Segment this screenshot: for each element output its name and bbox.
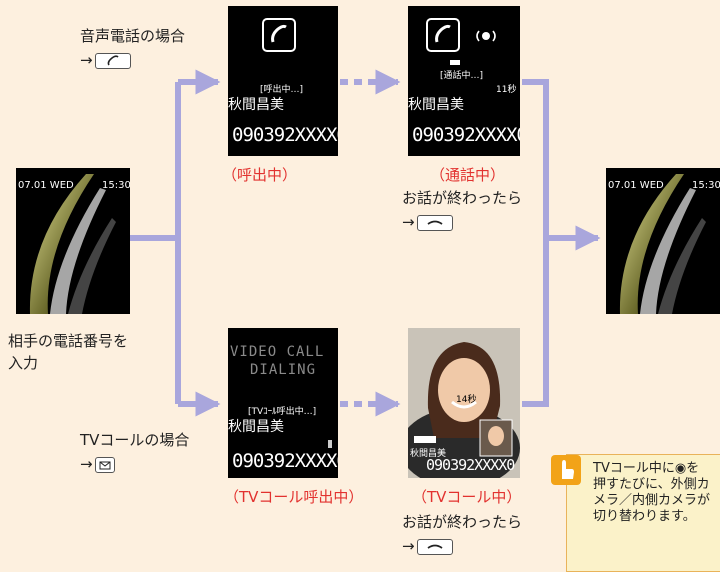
voice-talking-caption: （通話中） — [430, 166, 506, 184]
tv-calling-status: [TVｺｰﾙ呼出中…] — [248, 407, 317, 417]
battery-icon — [328, 440, 332, 448]
wallpaper-image — [29, 174, 116, 314]
note-line: 押すたびに、外側カ — [593, 477, 710, 492]
tv-talking-name: 秋間昌美 — [410, 449, 447, 459]
voice-end-row: → — [402, 212, 453, 232]
end-key-icon — [416, 538, 453, 555]
input-caption: 相手の電話番号を 入力 — [8, 332, 129, 372]
speaker-icon — [474, 28, 498, 47]
tv-calling-name: 秋間昌美 — [228, 419, 284, 435]
end-key-icon — [416, 214, 453, 231]
voice-calling-screen: [呼出中…] 秋間昌美 090392XXXX0 — [228, 6, 338, 156]
standby-date: 07.01 WED — [608, 180, 664, 191]
video-call-line1: VIDEO CALL — [230, 344, 325, 360]
pointing-hand-icon — [551, 455, 581, 485]
voice-calling-caption: （呼出中） — [222, 166, 298, 184]
tv-key-arrow: → — [80, 455, 93, 473]
phone-icon — [262, 18, 296, 52]
tv-end-arrow: → — [402, 537, 415, 555]
standby-screen-left: 07.01 WED 15:30 — [16, 168, 130, 314]
voice-end-prompt: お話が終わったら — [402, 189, 523, 207]
note-line: 切り替わります。 — [593, 509, 696, 524]
wallpaper-image — [619, 174, 706, 314]
voice-talking-number: 090392XXXX0 — [412, 124, 520, 146]
standby-screen-right: 07.01 WED 15:30 — [606, 168, 720, 314]
voice-talking-screen: [通話中…] 11秒 秋間昌美 090392XXXX0 — [408, 6, 520, 156]
caller-photo — [408, 328, 520, 478]
note-line: メラ／内側カメラが — [593, 493, 711, 508]
tv-heading: TVコールの場合 — [80, 431, 190, 449]
voice-talking-name: 秋間昌美 — [408, 97, 464, 113]
voice-talking-timer: 11秒 — [496, 85, 517, 95]
status-icon — [414, 436, 436, 443]
video-call-line2: DIALING — [250, 362, 317, 378]
tv-talking-screen: 14秒 秋間昌美 090392XXXX0 — [408, 328, 520, 478]
note-text: TVコール中に◉を 押すたびに、外側カ メラ／内側カメラが 切り替わります。 — [593, 461, 710, 525]
tv-calling-number: 090392XXXX0 — [232, 450, 338, 472]
voice-key-arrow: → — [80, 51, 93, 69]
voice-calling-number: 090392XXXX0 — [232, 124, 338, 146]
tv-talking-caption: （TVコール中） — [412, 488, 522, 506]
standby-time: 15:30 — [102, 180, 130, 191]
phone-icon — [426, 18, 460, 52]
tv-talking-number: 090392XXXX0 — [426, 456, 515, 474]
standby-time: 15:30 — [692, 180, 720, 191]
standby-date: 07.01 WED — [18, 180, 74, 191]
call-key-icon — [94, 52, 131, 69]
tv-end-row: → — [402, 536, 453, 556]
status-icon — [450, 60, 460, 65]
voice-calling-name: 秋間昌美 — [228, 97, 284, 113]
mail-key-icon — [94, 456, 115, 473]
flow-arrows — [130, 69, 601, 417]
voice-talking-status: [通話中…] — [440, 71, 484, 81]
tv-calling-caption: （TVコール呼出中） — [224, 488, 364, 506]
note-line: TVコール中に◉を — [593, 461, 700, 476]
tv-calling-screen: VIDEO CALL DIALING [TVｺｰﾙ呼出中…] 秋間昌美 0903… — [228, 328, 338, 478]
tv-end-prompt: お話が終わったら — [402, 513, 523, 531]
voice-calling-status: [呼出中…] — [260, 85, 304, 95]
voice-heading: 音声電話の場合 — [80, 27, 186, 45]
tv-talking-timer: 14秒 — [456, 395, 477, 405]
tv-key-row: → — [80, 454, 115, 474]
note-box: TVコール中に◉を 押すたびに、外側カ メラ／内側カメラが 切り替わります。 — [551, 454, 720, 572]
merge-vertical — [522, 79, 549, 407]
voice-key-row: → — [80, 50, 131, 70]
voice-end-arrow: → — [402, 213, 415, 231]
